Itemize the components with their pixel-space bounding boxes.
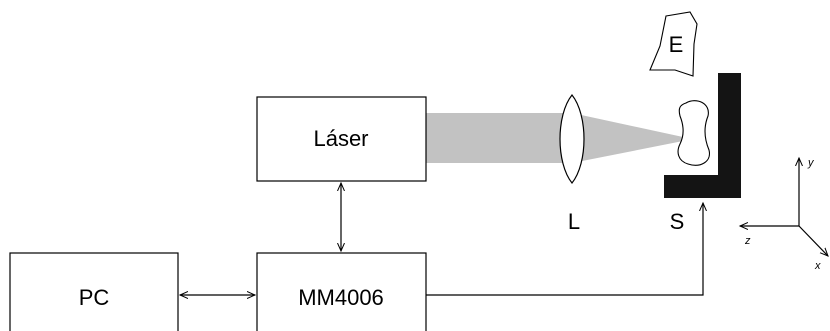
- sample-shape: [677, 100, 710, 166]
- z-axis-label: z: [744, 235, 751, 247]
- stage-shape: [664, 73, 741, 198]
- lens-shape: [559, 94, 585, 184]
- pc-label: PC: [79, 285, 110, 310]
- x-axis: [798, 225, 828, 256]
- pc-block: PC: [9, 252, 179, 331]
- lens-label: L: [568, 209, 580, 234]
- element-e-label: E: [669, 32, 684, 57]
- controller-stage-link: [426, 203, 703, 296]
- controller-block: MM4006: [256, 252, 427, 331]
- controller-label: MM4006: [298, 285, 384, 310]
- element-e-shape: [649, 11, 698, 77]
- laser-beam: [426, 113, 683, 163]
- y-axis-label: y: [807, 157, 815, 169]
- stage-label: S: [670, 209, 685, 234]
- laser-label: Láser: [313, 126, 368, 151]
- x-axis-label: x: [814, 260, 821, 272]
- laser-block: Láser: [256, 96, 427, 182]
- coordinate-axes: y z x: [740, 157, 828, 272]
